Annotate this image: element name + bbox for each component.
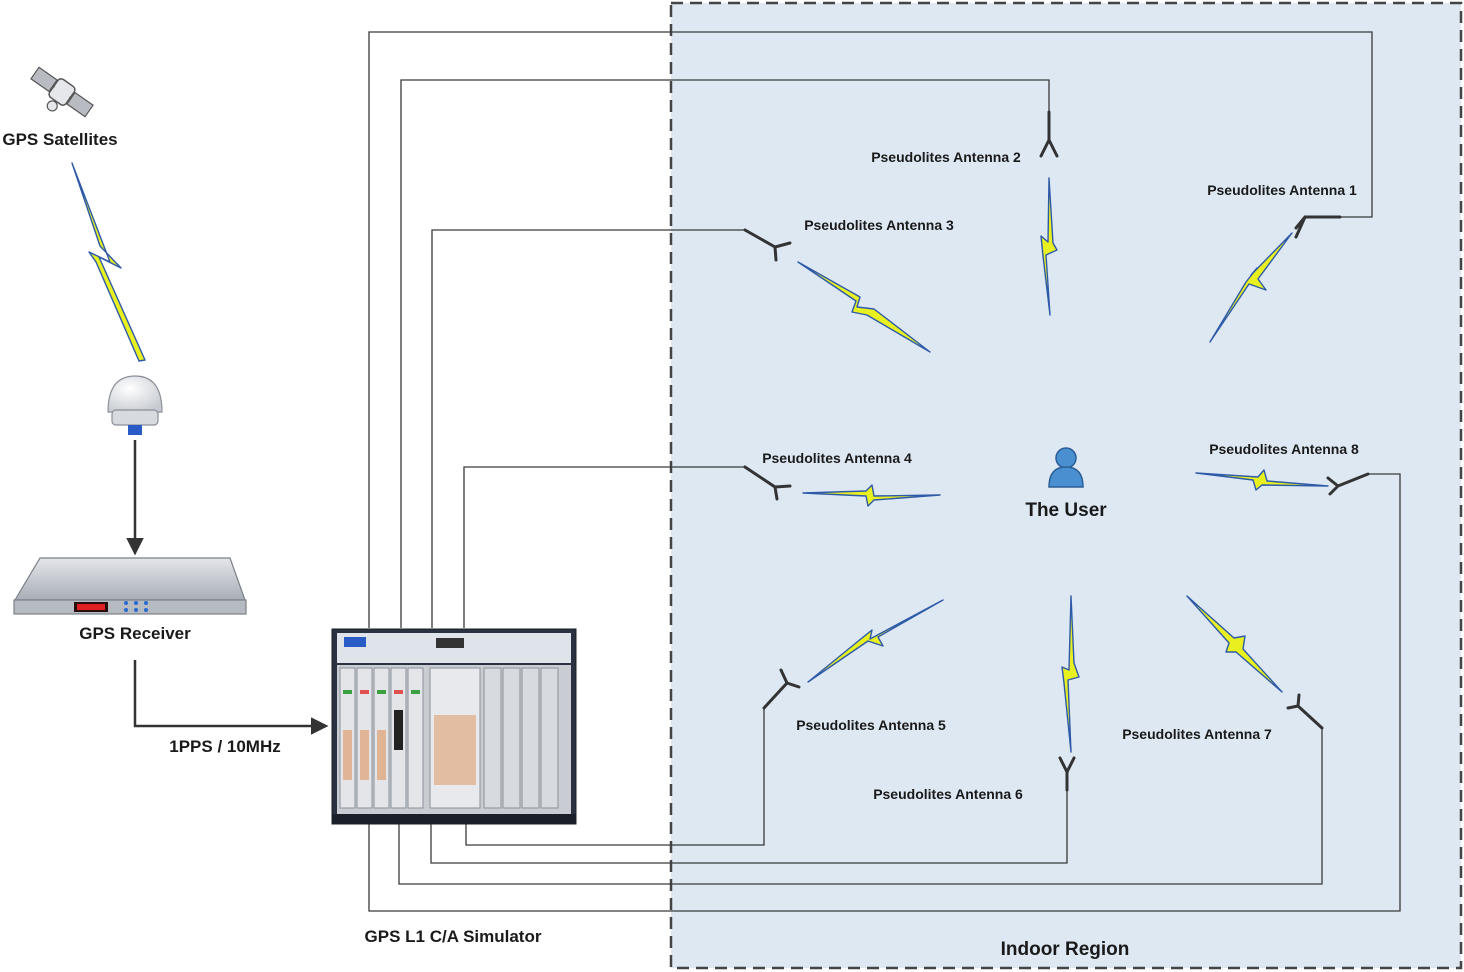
signal-bolt-antenna-7 [1186, 595, 1283, 693]
simulator-chassis-icon [331, 628, 577, 825]
lightning-signal-icon [71, 162, 146, 362]
indoor-region-label: Indoor Region [1001, 939, 1130, 960]
cable-group [368, 31, 1401, 912]
receiver-to-simulator-arrow [133, 660, 329, 735]
gps-satellites-label: GPS Satellites [2, 130, 117, 149]
signal-bolt-antenna-2 [1040, 177, 1058, 316]
cable-antenna-7 [398, 728, 1323, 885]
antenna-3-label: Pseudolites Antenna 3 [804, 217, 954, 233]
signal-bolt-antenna-8 [1195, 469, 1329, 491]
signal-bolt-antenna-6 [1061, 595, 1080, 753]
cable-antenna-3 [431, 229, 745, 628]
simulator-modules [339, 667, 559, 809]
antenna-icon-2 [1039, 110, 1059, 158]
user-label: The User [1025, 500, 1107, 521]
antenna-icon-3 [743, 228, 792, 262]
signal-bolts [797, 177, 1329, 753]
gps-receiver-label: GPS Receiver [79, 624, 191, 643]
antenna-icon-8 [1326, 472, 1370, 496]
user-icon [1048, 447, 1084, 488]
antenna-2-label: Pseudolites Antenna 2 [871, 149, 1021, 165]
antenna-icon-5 [762, 668, 801, 710]
antenna-5-label: Pseudolites Antenna 5 [796, 717, 946, 733]
timing-link-label: 1PPS / 10MHz [169, 737, 281, 756]
antenna-6-label: Pseudolites Antenna 6 [873, 786, 1023, 802]
signal-bolt-antenna-5 [807, 599, 944, 683]
antenna-icon-6 [1058, 756, 1076, 792]
satellite-icon [30, 66, 94, 118]
antenna-icon-7 [1286, 693, 1324, 730]
signal-bolt-antenna-1 [1209, 232, 1293, 343]
antenna-icon-4 [743, 465, 792, 501]
cable-antenna-2 [400, 79, 1050, 628]
cable-antenna-8 [368, 473, 1401, 912]
signal-bolt-antenna-3 [797, 261, 931, 353]
antenna-7-label: Pseudolites Antenna 7 [1122, 726, 1272, 742]
cable-antenna-5 [465, 708, 765, 846]
antenna-1-label: Pseudolites Antenna 1 [1207, 182, 1357, 198]
cable-antenna-1 [368, 31, 1373, 628]
antenna-4-label: Pseudolites Antenna 4 [762, 450, 912, 466]
antenna-8-label: Pseudolites Antenna 8 [1209, 441, 1359, 457]
signal-bolt-antenna-4 [802, 484, 941, 507]
simulator-label: GPS L1 C/A Simulator [365, 927, 542, 946]
cable-antenna-6 [430, 790, 1068, 864]
antenna-icon-1 [1294, 215, 1342, 239]
gps-antenna-icon [107, 375, 163, 435]
cable-antenna-4 [463, 466, 745, 628]
receiver-device-icon [13, 557, 247, 615]
